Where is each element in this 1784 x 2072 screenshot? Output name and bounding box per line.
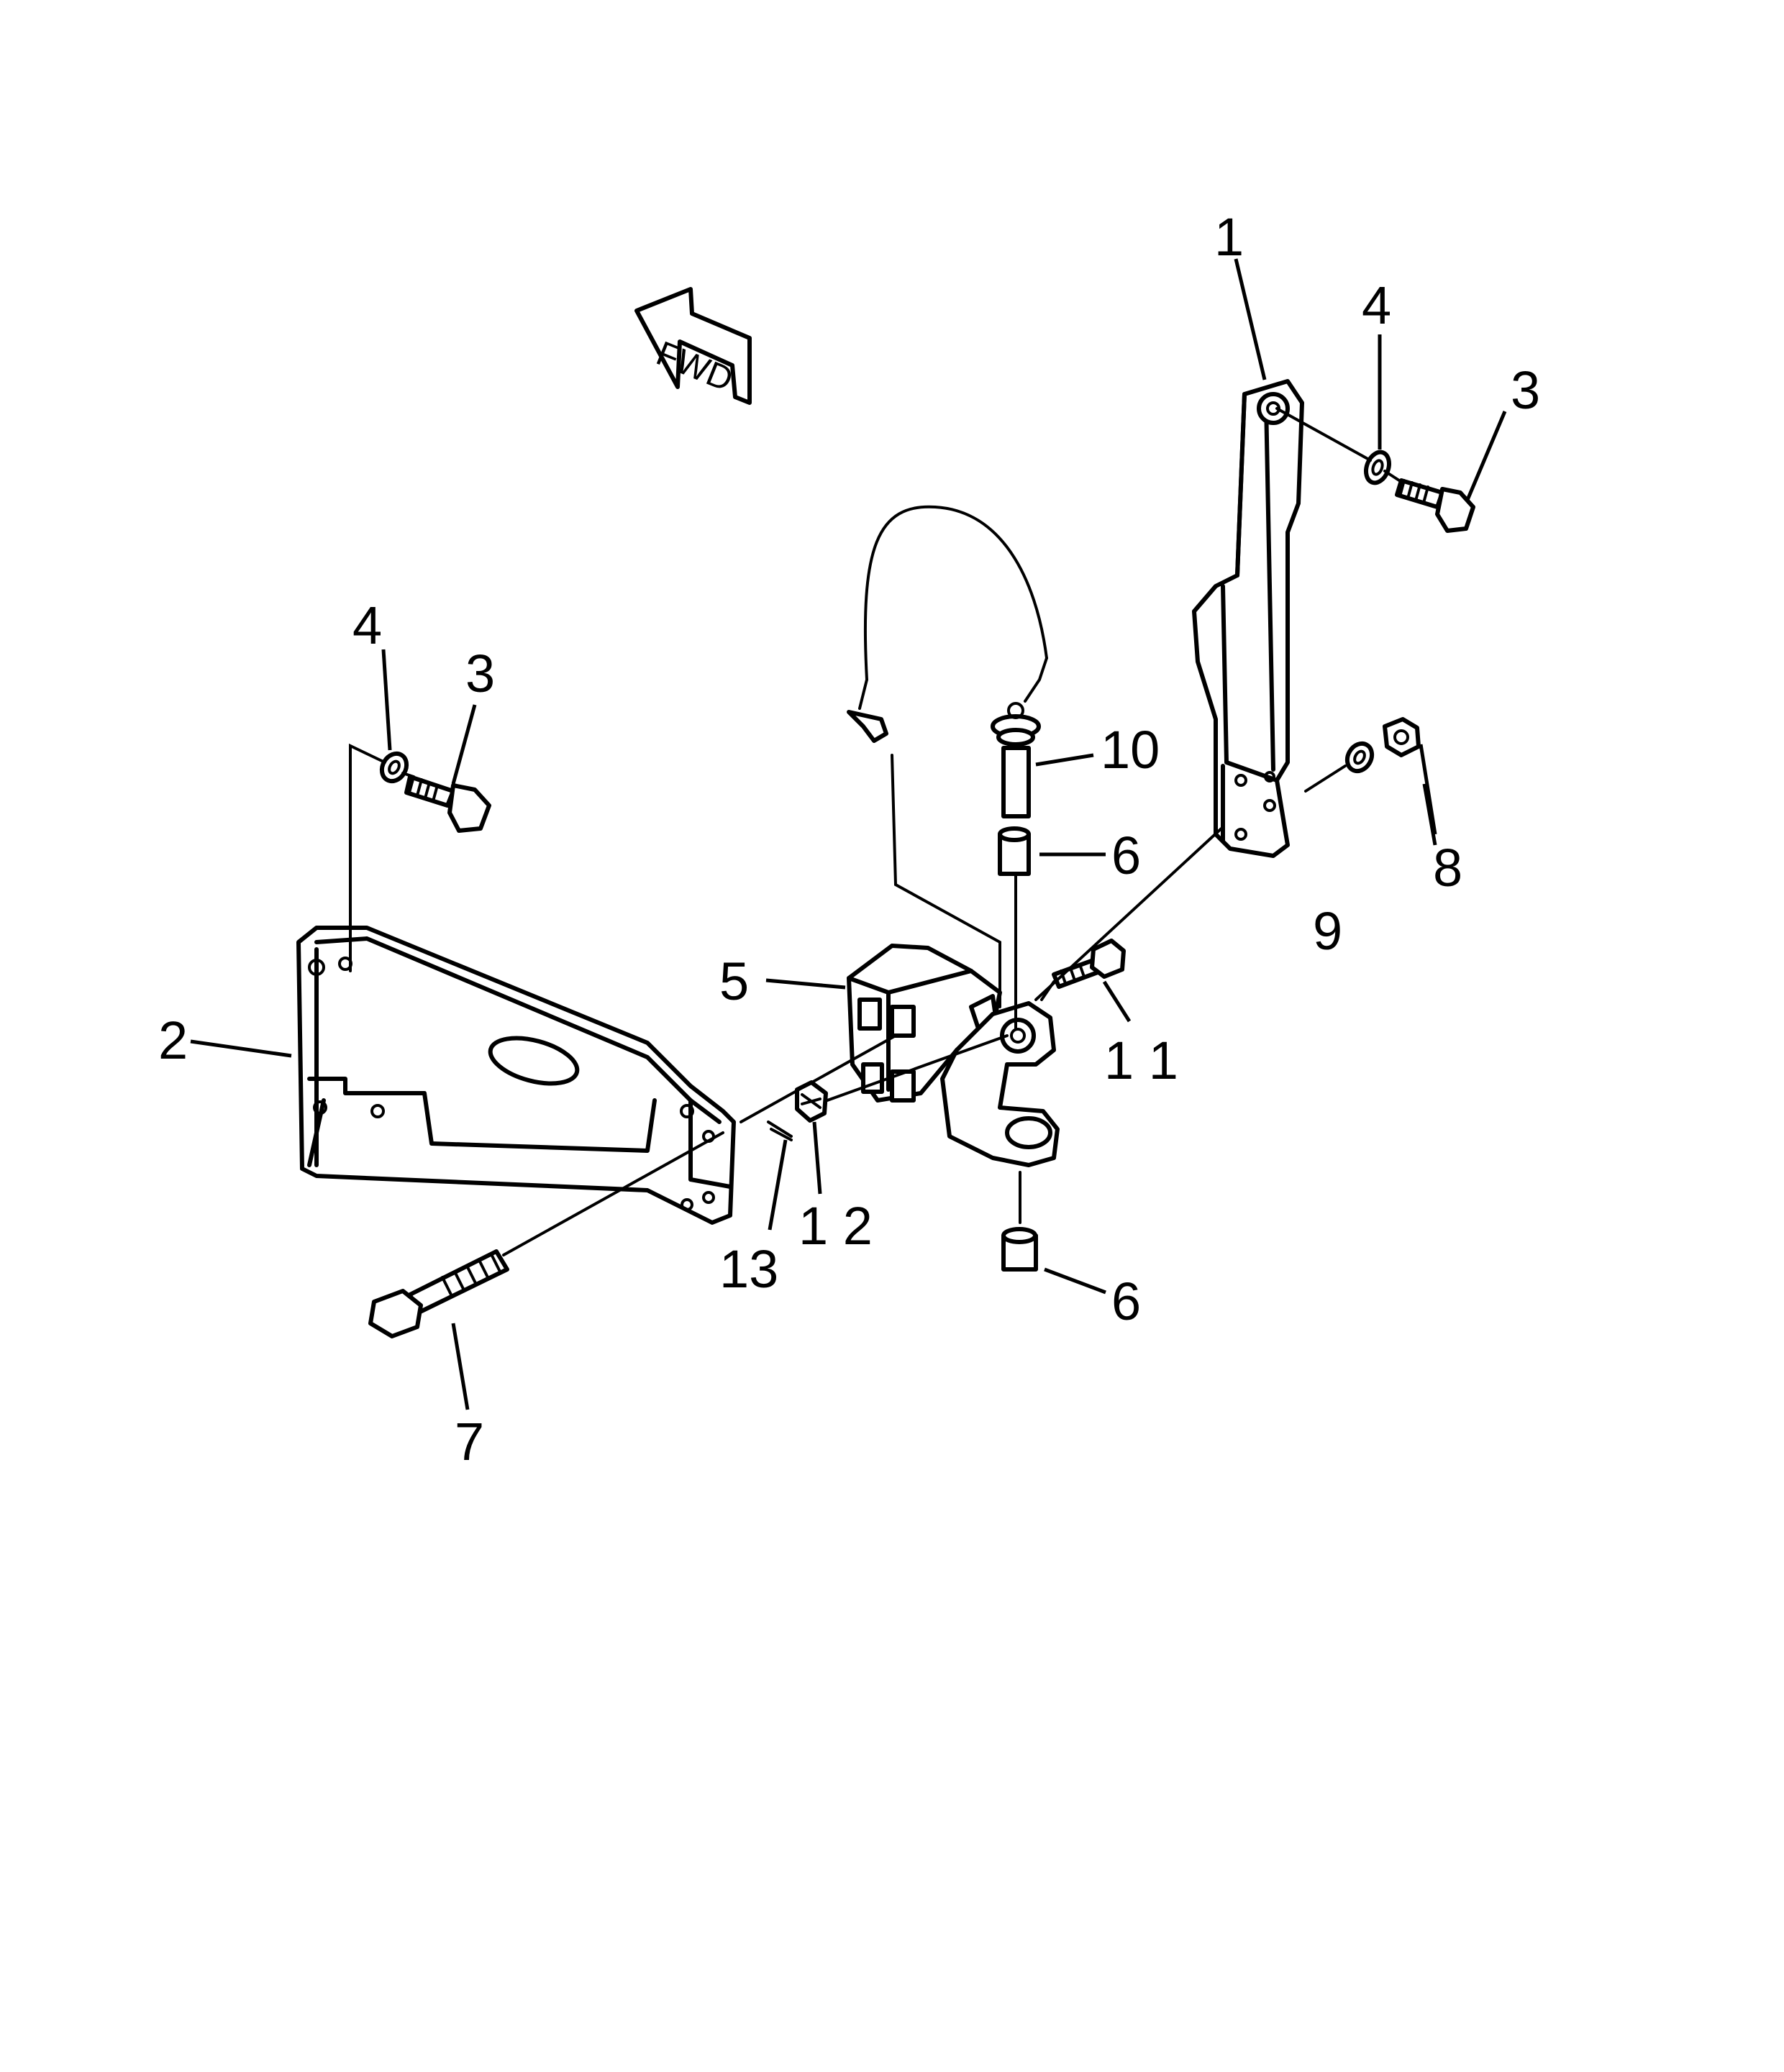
callout-2: 2 <box>158 1010 188 1070</box>
assembly-lines <box>349 407 1401 1256</box>
part-10-pin <box>991 702 1041 818</box>
part-6-bushing-lower <box>1001 1227 1038 1272</box>
part-3-bolt-left <box>404 775 491 833</box>
callout-8: 8 <box>1433 838 1462 898</box>
callout-6-lower: 6 <box>1111 1272 1141 1331</box>
callout-3-upper: 3 <box>1511 360 1540 420</box>
forward-direction-arrow: FWD <box>634 287 752 405</box>
callout-labels: 1 4 3 4 3 10 6 8 9 5 2 1 1 1 2 13 6 7 <box>158 207 1540 1471</box>
callout-10: 10 <box>1101 720 1160 780</box>
part-4-washer-upper <box>1364 449 1391 485</box>
part-6-bushing-upper <box>998 826 1031 876</box>
part-4-washer-left <box>379 751 409 784</box>
part-1-arm <box>1192 379 1304 858</box>
callout-12: 1 2 <box>798 1196 873 1256</box>
callout-13: 13 <box>719 1239 778 1299</box>
callout-4-left: 4 <box>352 595 382 655</box>
callout-11: 1 1 <box>1104 1031 1178 1090</box>
callout-5: 5 <box>719 951 749 1011</box>
part-7-long-bolt <box>368 1249 509 1338</box>
part-8-nut <box>1383 717 1421 757</box>
callout-3-left: 3 <box>465 644 495 703</box>
part-2-bracket <box>296 926 736 1225</box>
clevis-yoke <box>940 1001 1060 1167</box>
part-11-small-bolt <box>1052 939 1126 989</box>
leader-lines <box>190 258 1507 1410</box>
callout-9: 9 <box>1313 901 1342 961</box>
callout-7: 7 <box>455 1412 484 1471</box>
retaining-cable <box>847 505 1048 743</box>
part-9-washer <box>1344 741 1375 774</box>
part-5-switch <box>847 944 1002 1103</box>
callout-6-upper: 6 <box>1111 826 1141 885</box>
part-13-cotter-pin <box>767 1121 793 1141</box>
part-3-bolt-upper <box>1395 478 1475 533</box>
callout-4-upper: 4 <box>1362 275 1391 335</box>
callout-1: 1 <box>1214 207 1244 267</box>
